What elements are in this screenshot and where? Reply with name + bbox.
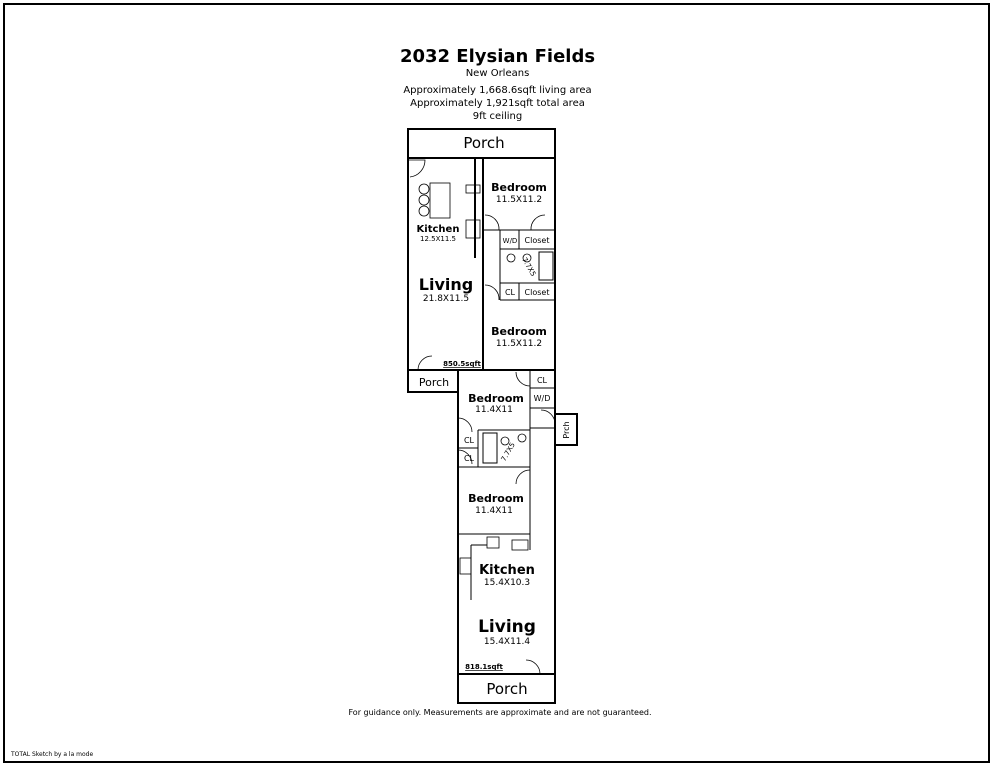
- unit1-closet2-label: Closet: [525, 288, 550, 297]
- unit2-cl-top-label: CL: [537, 376, 548, 385]
- unit1-kitchen-label: Kitchen: [417, 224, 460, 235]
- page-title: 2032 Elysian Fields: [399, 46, 596, 67]
- unit2-porch-label: Porch: [486, 680, 527, 698]
- unit2-prch-label: Prch: [562, 421, 571, 438]
- unit1-wd-label: W/D: [503, 237, 518, 245]
- page-border: [3, 3, 990, 763]
- unit1-bedroom2-label: Bedroom: [491, 325, 547, 338]
- unit2-kitchen-dims: 15.4X10.3: [484, 578, 530, 588]
- unit1-bedroom1-label: Bedroom: [491, 181, 547, 194]
- total-area-label: Approximately 1,921sqft total area: [410, 98, 585, 109]
- unit2-kitchen-label: Kitchen: [479, 563, 535, 578]
- unit1-bath-dims: 7.7X5: [520, 256, 537, 278]
- unit2-bedroom2-dims: 11.4X11: [475, 506, 513, 516]
- city-label: New Orleans: [465, 68, 530, 79]
- unit1-area-label: 850.5sqft: [443, 360, 481, 368]
- unit1-porch-bottom-label: Porch: [419, 376, 449, 389]
- unit1-cl-label: CL: [505, 288, 516, 297]
- unit2-living-label: Living: [478, 617, 536, 637]
- unit1-kitchen-dims: 12.5X11.5: [420, 235, 456, 243]
- unit1-closet1-label: Closet: [525, 236, 550, 245]
- unit1-bedroom2-dims: 11.5X11.2: [496, 339, 542, 349]
- unit-1-walls: [407, 128, 556, 393]
- unit2-bedroom1-label: Bedroom: [468, 392, 524, 405]
- disclaimer-text: For guidance only. Measurements are appr…: [348, 708, 652, 717]
- unit1-bedroom1-dims: 11.5X11.2: [496, 195, 542, 205]
- unit2-bedroom1-dims: 11.4X11: [475, 405, 513, 415]
- credit-text: TOTAL Sketch by a la mode: [11, 751, 94, 758]
- unit2-cl1-label: CL: [464, 436, 475, 445]
- unit1-living-label: Living: [419, 275, 473, 294]
- unit2-living-dims: 15.4X11.4: [484, 637, 531, 647]
- unit2-wd-label: W/D: [534, 394, 551, 403]
- living-area-label: Approximately 1,668.6sqft living area: [403, 85, 592, 96]
- unit2-cl2-label: CL: [464, 454, 475, 463]
- unit1-living-dims: 21.8X11.5: [423, 294, 469, 304]
- unit-2-walls: [457, 369, 578, 704]
- unit2-bedroom2-label: Bedroom: [468, 492, 524, 505]
- unit1-porch-top-label: Porch: [463, 134, 504, 152]
- unit2-area-label: 818.1sqft: [465, 663, 503, 671]
- ceiling-label: 9ft ceiling: [472, 111, 523, 122]
